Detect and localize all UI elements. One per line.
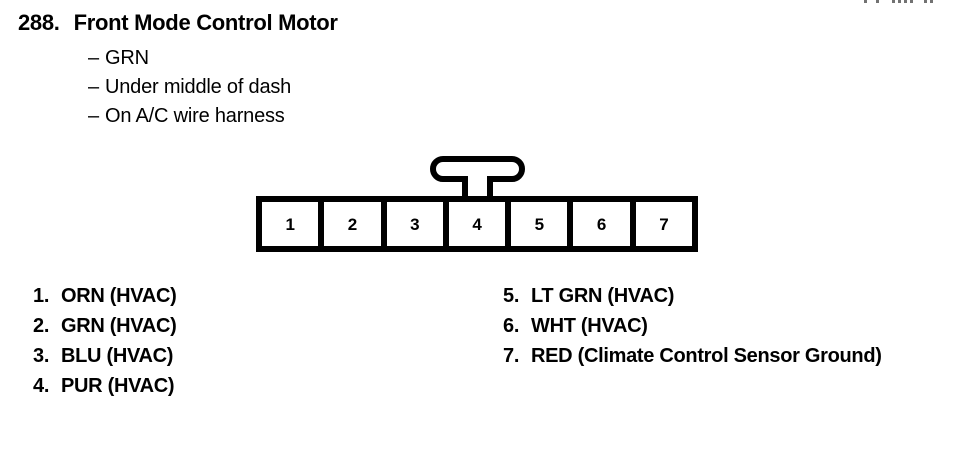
legend-index: 1.: [33, 285, 50, 307]
pin-legend-right-column: 5. LT GRN (HVAC) 6. WHT (HVAC) 7. RED (Clim…: [503, 281, 882, 371]
bullet-item-wire-color: –GRN: [88, 44, 291, 73]
legend-index: 5.: [503, 285, 520, 307]
legend-label: RED (Climate Control Sensor Ground): [531, 345, 882, 367]
pin-cavity-6: 6: [573, 202, 636, 246]
bullet-label: GRN: [105, 47, 149, 69]
legend-label: LT GRN (HVAC): [531, 285, 675, 307]
legend-row: 5. LT GRN (HVAC): [503, 281, 882, 311]
pin-number: 2: [347, 214, 358, 234]
legend-label: BLU (HVAC): [61, 345, 174, 367]
page-title: 288. Front Mode Control Motor: [18, 10, 338, 36]
legend-index: 7.: [503, 345, 520, 367]
legend-row: 1. ORN (HVAC): [33, 281, 177, 311]
legend-label: ORN (HVAC): [61, 285, 177, 307]
bullet-dash-icon: –: [88, 105, 99, 127]
bullet-dash-icon: –: [88, 47, 99, 69]
pin-legend-left-column: 1. ORN (HVAC) 2. GRN (HVAC) 3. BLU (HVAC) 4…: [33, 281, 177, 401]
pin-number: 4: [472, 214, 482, 234]
legend-row: 2. GRN (HVAC): [33, 311, 177, 341]
legend-index: 4.: [33, 375, 50, 397]
pin-cavity-2: 2: [324, 202, 387, 246]
pin-cavity-7: 7: [635, 202, 692, 246]
scan-artifact: [862, 0, 954, 4]
pin-cavity-5: 5: [511, 202, 574, 246]
bullet-label: Under middle of dash: [105, 76, 292, 98]
bullet-item-harness: –On A/C wire harness: [88, 102, 291, 131]
legend-index: 2.: [33, 315, 50, 337]
legend-row: 7. RED (Climate Control Sensor Ground): [503, 341, 882, 371]
legend-label: GRN (HVAC): [61, 315, 177, 337]
title-text: Front Mode Control Motor: [73, 10, 338, 35]
pin-number: 6: [596, 214, 607, 234]
connector-diagram: 1 2 3 4 5 6 7: [256, 156, 698, 252]
bullet-dash-icon: –: [88, 76, 99, 98]
legend-row: 4. PUR (HVAC): [33, 371, 177, 401]
pin-cavity-3: 3: [386, 202, 449, 246]
item-number: 288.: [18, 10, 60, 35]
legend-index: 3.: [33, 345, 50, 367]
pin-number: 5: [534, 214, 544, 234]
pin-cavity-1: 1: [262, 202, 325, 246]
legend-index: 6.: [503, 315, 520, 337]
legend-label: PUR (HVAC): [61, 375, 175, 397]
pin-number: 3: [410, 214, 420, 234]
legend-row: 3. BLU (HVAC): [33, 341, 177, 371]
bullet-label: On A/C wire harness: [105, 105, 285, 127]
pin-number: 7: [659, 214, 669, 234]
pin-cavity-4: 4: [448, 202, 512, 246]
locking-tab-icon: [430, 156, 525, 200]
connector-body: 1 2 3 4 5 6 7: [256, 196, 698, 252]
bullet-item-location: –Under middle of dash: [88, 73, 291, 102]
legend-label: WHT (HVAC): [531, 315, 648, 337]
legend-row: 6. WHT (HVAC): [503, 311, 882, 341]
detail-bullet-list: –GRN –Under middle of dash –On A/C wire …: [88, 44, 291, 131]
pin-number: 1: [285, 214, 295, 234]
